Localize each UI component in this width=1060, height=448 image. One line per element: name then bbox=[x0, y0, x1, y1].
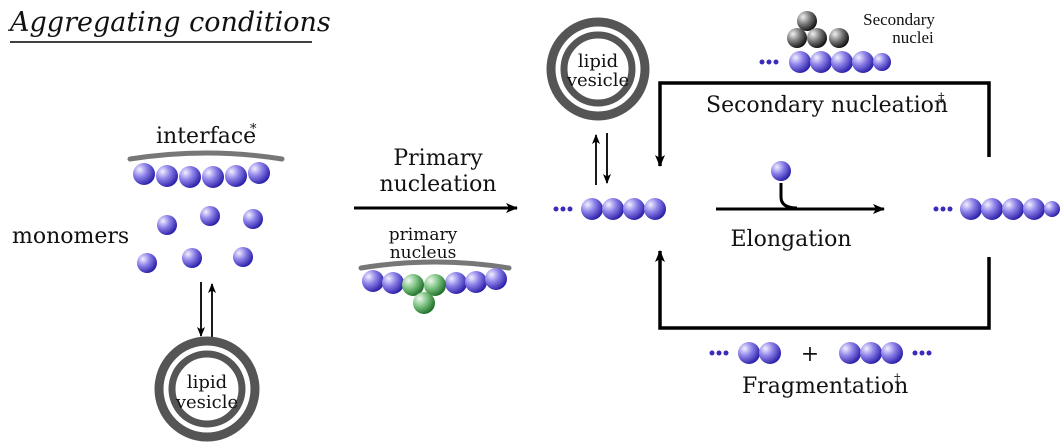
monomer-sphere bbox=[602, 198, 624, 220]
vesicle-label-line2: vesicle bbox=[175, 392, 238, 413]
interface-mark: * bbox=[250, 122, 257, 137]
elongated-fibril bbox=[934, 198, 1060, 220]
monomer-sphere bbox=[243, 209, 263, 229]
ellipsis-dot bbox=[934, 207, 939, 212]
monomer-sphere bbox=[738, 342, 760, 364]
monomer-sphere bbox=[1044, 201, 1060, 217]
ellipsis-dot bbox=[554, 207, 559, 212]
monomer-sphere bbox=[133, 163, 155, 185]
interface-surface bbox=[130, 153, 282, 159]
plus-sign: + bbox=[801, 342, 819, 367]
monomer-sphere bbox=[248, 162, 270, 184]
monomer-sphere bbox=[960, 198, 982, 220]
vesicle-label-line1: lipid bbox=[578, 51, 618, 72]
ellipsis-dot bbox=[568, 207, 573, 212]
monomer-sphere bbox=[1023, 198, 1045, 220]
primary-nucleus-interface bbox=[361, 262, 509, 268]
monomer-sphere bbox=[759, 342, 781, 364]
monomer-sphere bbox=[981, 198, 1003, 220]
interface-label-group: interface * bbox=[156, 122, 257, 149]
monomer-sphere bbox=[852, 51, 874, 73]
primary-nucleation-label-line2: nucleation bbox=[379, 172, 496, 197]
monomer-sphere bbox=[157, 215, 177, 235]
monomer-sphere bbox=[202, 166, 224, 188]
interface-label: interface bbox=[156, 124, 256, 149]
fragment-left bbox=[710, 342, 782, 364]
lipid-vesicle-lower: lipid vesicle bbox=[159, 341, 255, 437]
monomer-sphere bbox=[485, 268, 507, 290]
monomer-sphere bbox=[881, 342, 903, 364]
monomer-sphere bbox=[200, 206, 220, 226]
monomer-sphere bbox=[225, 165, 247, 187]
primary-nucleation-label-line1: Primary bbox=[393, 146, 483, 171]
secondary-sphere bbox=[787, 28, 807, 48]
incoming-monomer bbox=[771, 161, 791, 181]
lipid-vesicle-upper: lipid vesicle bbox=[551, 22, 645, 116]
monomer-sphere bbox=[644, 198, 666, 220]
ellipsis-dot bbox=[941, 207, 946, 212]
monomer-sphere bbox=[839, 342, 861, 364]
monomer-sphere bbox=[233, 247, 253, 267]
vesicle-fibril-equilibrium-arrows bbox=[596, 133, 607, 185]
secondary-sphere bbox=[829, 28, 849, 48]
secondary-nuclei-label-line2: nuclei bbox=[892, 28, 934, 47]
monomer-sphere bbox=[179, 166, 201, 188]
monomer-sphere bbox=[156, 165, 178, 187]
ellipsis-dot bbox=[774, 60, 779, 65]
ellipsis-dot bbox=[724, 351, 729, 356]
diagram-heading: Aggregating conditions bbox=[7, 7, 331, 38]
monomer-sphere bbox=[382, 272, 404, 294]
vesicle-label-line2: vesicle bbox=[566, 70, 629, 91]
monomer-addition-path bbox=[781, 183, 797, 208]
monomer-sphere bbox=[581, 198, 603, 220]
monomer-sphere bbox=[831, 51, 853, 73]
monomer-sphere bbox=[445, 272, 467, 294]
ellipsis-dot bbox=[767, 60, 772, 65]
secondary-nucleation-label: Secondary nucleation bbox=[706, 93, 948, 118]
ellipsis-dot bbox=[913, 351, 918, 356]
fragment-right bbox=[839, 342, 932, 364]
secondary-sphere bbox=[797, 11, 817, 31]
growing-fibril bbox=[554, 198, 667, 220]
free-monomers bbox=[137, 206, 263, 273]
secondary-nucleation-label-group: Secondary nucleation ‡ bbox=[706, 91, 948, 118]
monomer-sphere bbox=[623, 198, 645, 220]
secondary-nuclei-aggregate: Secondary nuclei bbox=[760, 10, 936, 73]
monomer-sphere bbox=[873, 53, 891, 71]
elongation-label: Elongation bbox=[731, 227, 852, 252]
interface-monomer-layer bbox=[133, 162, 270, 188]
monomer-vesicle-equilibrium-arrows bbox=[201, 282, 212, 338]
fragmentation-label-group: Fragmentation † bbox=[742, 372, 908, 399]
monomer-sphere bbox=[810, 51, 832, 73]
monomer-sphere bbox=[465, 271, 487, 293]
fragmentation-mark: † bbox=[894, 372, 901, 387]
vesicle-label-line1: lipid bbox=[187, 372, 227, 393]
secondary-nucleation-mark: ‡ bbox=[938, 91, 945, 106]
monomer-sphere bbox=[137, 253, 157, 273]
secondary-sphere bbox=[807, 28, 827, 48]
ellipsis-dot bbox=[927, 351, 932, 356]
ellipsis-dot bbox=[561, 207, 566, 212]
monomers-label: monomers bbox=[12, 224, 129, 249]
primary-nucleus-label-line1: primary bbox=[389, 225, 458, 245]
nucleus-sphere bbox=[413, 292, 435, 314]
monomer-sphere bbox=[1002, 198, 1024, 220]
ellipsis-dot bbox=[760, 60, 765, 65]
fragmentation-loop bbox=[660, 251, 989, 328]
secondary-nuclei-label-line1: Secondary bbox=[863, 10, 935, 29]
monomer-sphere bbox=[860, 342, 882, 364]
ellipsis-dot bbox=[710, 351, 715, 356]
fragmentation-label: Fragmentation bbox=[742, 374, 908, 399]
monomer-sphere bbox=[789, 51, 811, 73]
monomer-sphere bbox=[182, 248, 202, 268]
primary-nucleus-aggregate bbox=[362, 268, 507, 314]
ellipsis-dot bbox=[948, 207, 953, 212]
ellipsis-dot bbox=[717, 351, 722, 356]
monomer-sphere bbox=[362, 270, 384, 292]
ellipsis-dot bbox=[920, 351, 925, 356]
